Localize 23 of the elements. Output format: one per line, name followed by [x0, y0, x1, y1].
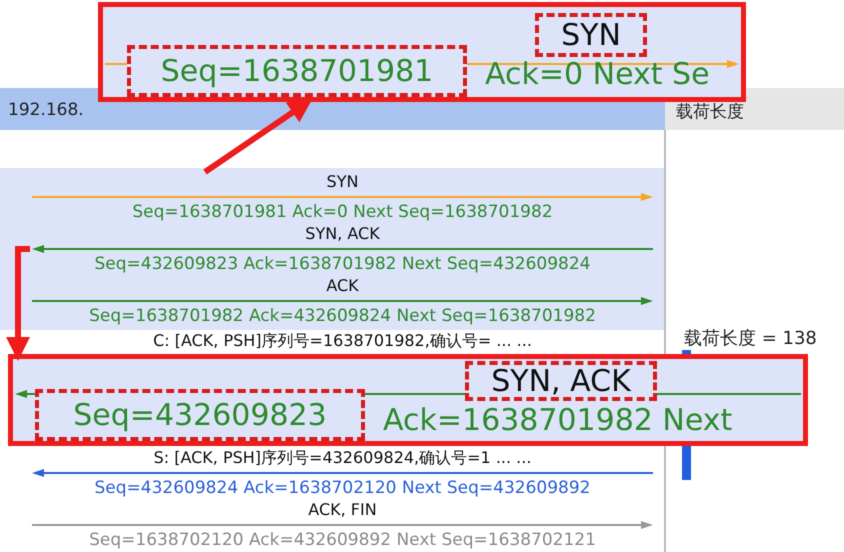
highlight-box: Seq=1638701981: [127, 45, 467, 97]
message-flags: C: [ACK, PSH]序列号=1638701982,确认号= ... ...: [152, 331, 533, 351]
sequence-text: Seq=432609824 Ack=1638702120 Next Seq=432609892: [30, 468, 655, 498]
sequence-text: Seq=1638701981 Ack=0 Next Seq=1638701982: [30, 192, 655, 222]
column-header: 192.168.: [8, 100, 84, 120]
highlight-box: Seq=432609823: [35, 389, 365, 441]
column-header: 载荷长度: [676, 101, 744, 123]
message-flags: SYN: [326, 172, 360, 192]
arrow: [6, 246, 30, 361]
sequence-text: Seq=1638702120 Ack=432609892 Next Seq=1638702121: [30, 520, 655, 550]
zoom-callout: [8, 354, 808, 446]
message-flags: S: [ACK, PSH]序列号=432609824,确认号=1 ... ...: [152, 448, 532, 468]
sequence-text: Seq=432609823 Ack=1638701982 Next Seq=432609824: [30, 244, 655, 274]
highlight-box: SYN: [535, 13, 647, 57]
message-flags: ACK, FIN: [307, 500, 378, 520]
sequence-text: Ack=0 Next Se: [485, 57, 710, 93]
highlight-box: SYN, ACK: [465, 361, 657, 401]
message-flags: SYN, ACK: [304, 224, 381, 244]
sequence-text: Seq=1638701982 Ack=432609824 Next Seq=1638701982: [30, 296, 655, 326]
payload-length: 载荷长度 = 138: [684, 327, 817, 350]
message-flags: ACK: [325, 276, 360, 296]
zoom-callout: [98, 2, 746, 102]
sequence-text: Ack=1638701982 Next: [383, 403, 732, 439]
